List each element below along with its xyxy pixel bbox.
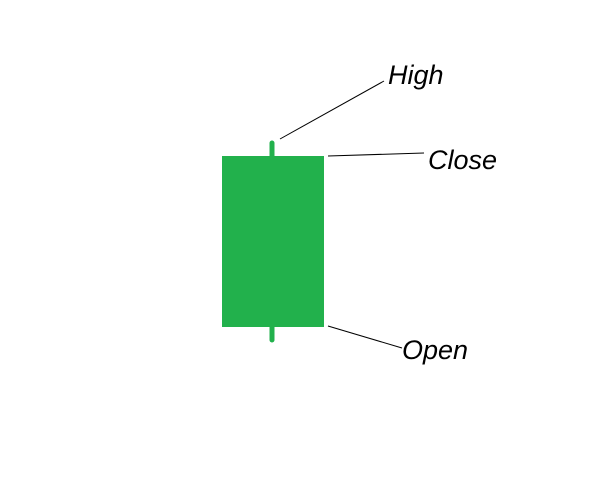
candle-body	[222, 156, 324, 327]
open-label: Open	[402, 335, 468, 365]
high-leader-line	[279, 80, 385, 140]
high-label: High	[388, 60, 444, 90]
close-label: Close	[428, 145, 497, 175]
open-leader-line	[327, 325, 403, 349]
close-leader-line	[327, 152, 425, 157]
